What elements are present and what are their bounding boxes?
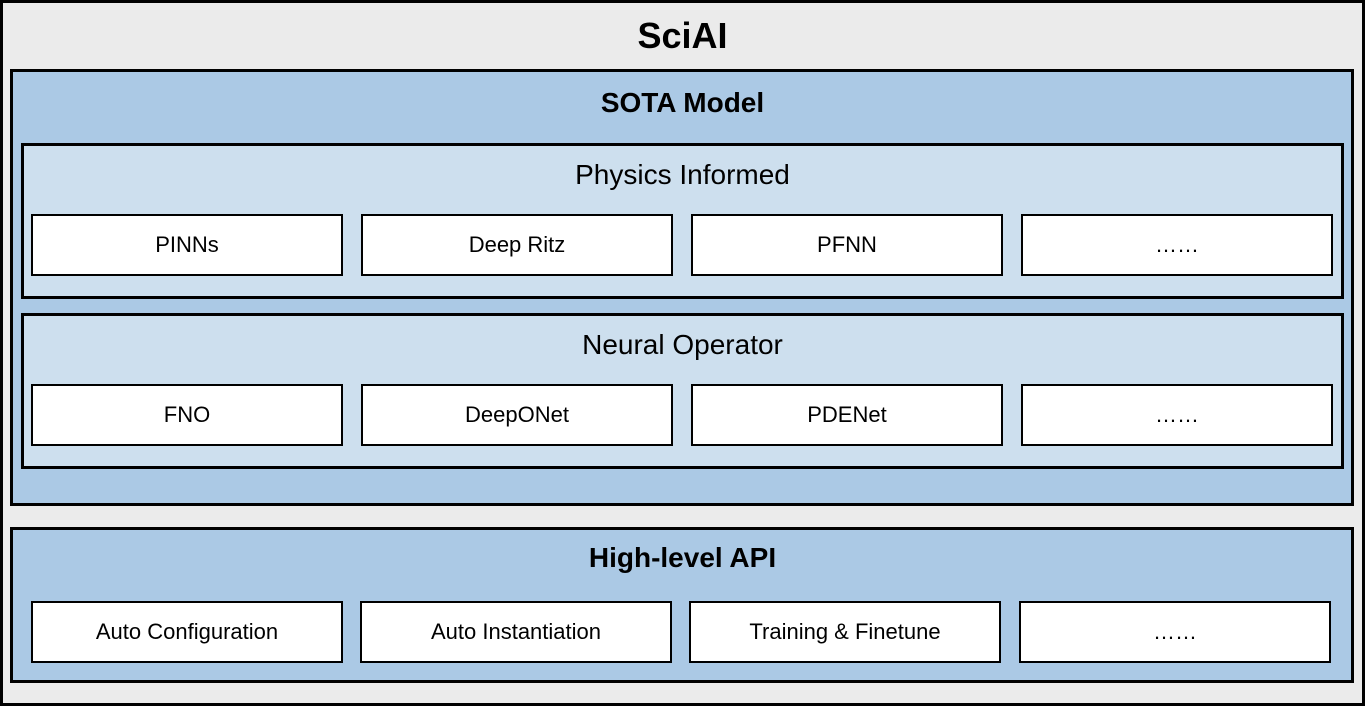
auto-configuration-box: Auto Configuration: [31, 601, 343, 663]
high-level-api-more-box: ……: [1019, 601, 1331, 663]
deep-ritz-box: Deep Ritz: [361, 214, 673, 276]
neural-operator-title: Neural Operator: [582, 329, 783, 360]
fno-box: FNO: [31, 384, 343, 446]
physics-informed-more-box: ……: [1021, 214, 1333, 276]
sota-model-title: SOTA Model: [600, 87, 765, 118]
deeponet-box: DeepONet: [361, 384, 673, 446]
sciai-title: SciAI: [637, 15, 728, 56]
training-finetune-box: Training & Finetune: [689, 601, 1001, 663]
physics-informed-title: Physics Informed: [575, 159, 790, 190]
pinns-box: PINNs: [31, 214, 343, 276]
high-level-api-title: High-level API: [588, 542, 777, 573]
neural-operator-more-box: ……: [1021, 384, 1333, 446]
pfnn-box: PFNN: [691, 214, 1003, 276]
auto-instantiation-box: Auto Instantiation: [360, 601, 672, 663]
pdenet-box: PDENet: [691, 384, 1003, 446]
